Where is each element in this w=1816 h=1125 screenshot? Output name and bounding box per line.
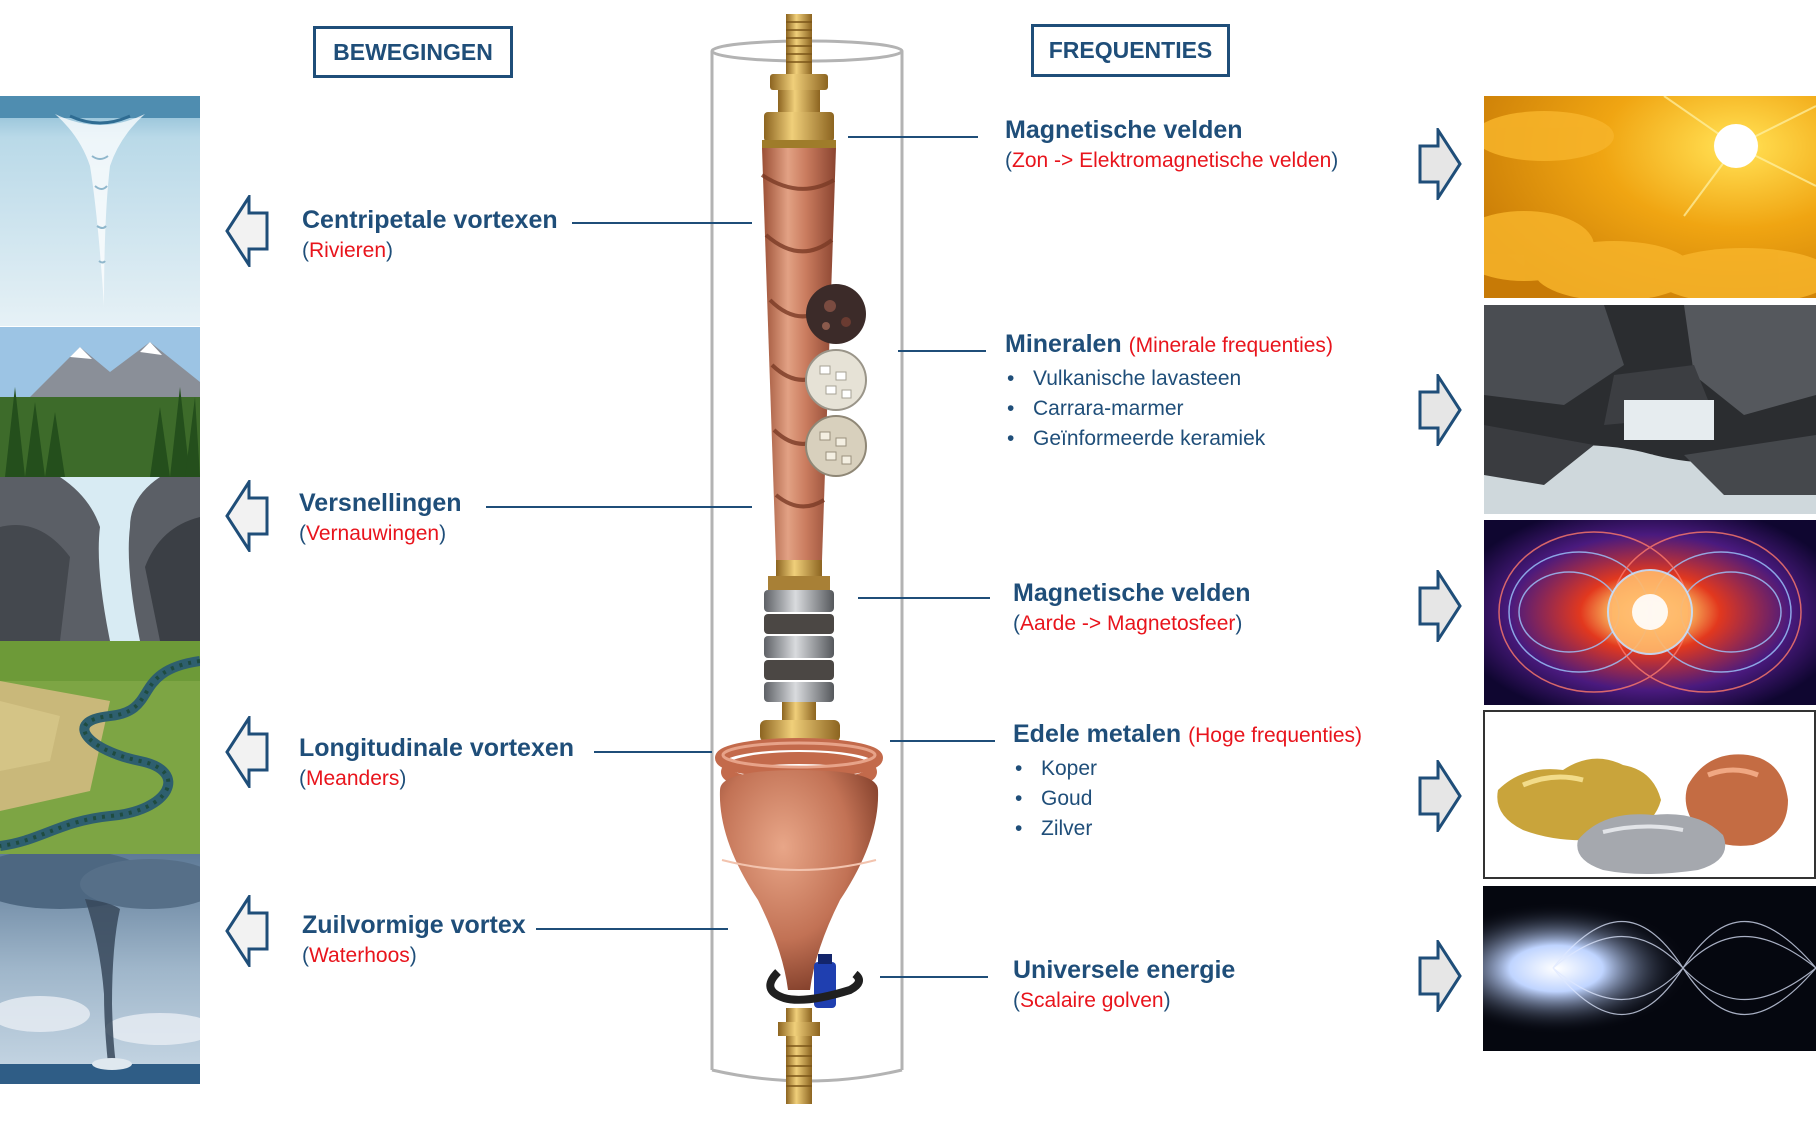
edele-metalen-list: Koper Goud Zilver — [1013, 754, 1362, 844]
rocky-stream-photo — [1484, 305, 1816, 514]
list-item: Geïnformeerde keramiek — [1005, 424, 1333, 454]
mountain-river-gorge-photo — [0, 327, 200, 641]
mineralen-list: Vulkanische lavasteen Carrara-marmer Geï… — [1005, 364, 1333, 454]
label-longitudinale-vortexen: Longitudinale vortexen (Meanders) — [299, 732, 574, 794]
label-example: (Aarde -> Magnetosfeer) — [1013, 612, 1243, 635]
list-item: Zilver — [1013, 814, 1362, 844]
label-example: (Scalaire golven) — [1013, 989, 1171, 1012]
list-item: Goud — [1013, 784, 1362, 814]
arrow-right-icon — [1418, 570, 1462, 642]
connector-line — [898, 350, 986, 352]
connector-line — [880, 976, 988, 978]
label-universele-energie: Universele energie (Scalaire golven) — [1013, 954, 1235, 1016]
precious-metal-nuggets-photo — [1483, 710, 1816, 879]
connector-line — [536, 928, 728, 930]
label-example: (Vernauwingen) — [299, 522, 447, 545]
glass-cylinder — [710, 39, 904, 1083]
label-title: Magnetische velden — [1013, 579, 1251, 607]
connector-line — [486, 506, 752, 508]
arrow-left-icon — [225, 480, 269, 552]
label-edele-metalen: Edele metalen (Hoge frequenties) Koper G… — [1013, 718, 1362, 844]
meandering-river-photo — [0, 641, 200, 854]
label-title: Versnellingen — [299, 489, 462, 517]
water-vortex-photo — [0, 96, 200, 326]
header-bewegingen: BEWEGINGEN — [313, 26, 513, 78]
arrow-right-icon — [1418, 128, 1462, 200]
list-item: Koper — [1013, 754, 1362, 784]
connector-line — [572, 222, 752, 224]
label-magnetische-velden-zon: Magnetische velden (Zon -> Elektromagnet… — [1005, 114, 1338, 176]
header-frequenties-label: FREQUENTIES — [1048, 37, 1213, 63]
label-title: Zuilvormige vortex — [302, 911, 526, 939]
label-example: (Rivieren) — [302, 239, 394, 262]
scalar-waves-photo — [1483, 886, 1816, 1051]
label-title: Magnetische velden — [1005, 116, 1243, 144]
label-example: (Zon -> Elektromagnetische velden) — [1005, 149, 1339, 172]
label-example: (Waterhoos) — [302, 944, 417, 967]
connector-line — [858, 597, 990, 599]
label-title: Universele energie — [1013, 956, 1236, 984]
label-versnellingen: Versnellingen (Vernauwingen) — [299, 487, 462, 549]
list-item: Vulkanische lavasteen — [1005, 364, 1333, 394]
label-title: Edele metalen (Hoge frequenties) — [1013, 720, 1363, 748]
waterspout-photo — [0, 854, 200, 1084]
arrow-right-icon — [1418, 940, 1462, 1012]
header-bewegingen-label: BEWEGINGEN — [333, 38, 493, 65]
list-item: Carrara-marmer — [1005, 394, 1333, 424]
connector-line — [848, 136, 978, 138]
arrow-left-icon — [225, 195, 269, 267]
label-title: Mineralen (Minerale frequenties) — [1005, 330, 1333, 358]
label-title: Centripetale vortexen — [302, 206, 558, 234]
label-title: Longitudinale vortexen — [299, 734, 575, 762]
earth-magnetosphere-photo — [1484, 520, 1816, 705]
arrow-right-icon — [1418, 760, 1462, 832]
label-centripetale-vortexen: Centripetale vortexen (Rivieren) — [302, 204, 558, 266]
sun-clouds-photo — [1484, 96, 1816, 298]
label-zuilvormige-vortex: Zuilvormige vortex (Waterhoos) — [302, 909, 526, 971]
label-example: (Meanders) — [299, 767, 407, 790]
header-frequenties: FREQUENTIES — [1031, 24, 1230, 77]
label-magnetische-velden-aarde: Magnetische velden (Aarde -> Magnetosfee… — [1013, 577, 1251, 639]
connector-line — [890, 740, 995, 742]
arrow-left-icon — [225, 716, 269, 788]
arrow-right-icon — [1418, 374, 1462, 446]
arrow-left-icon — [225, 895, 269, 967]
label-mineralen: Mineralen (Minerale frequenties) Vulkani… — [1005, 328, 1333, 454]
connector-line — [594, 751, 712, 753]
